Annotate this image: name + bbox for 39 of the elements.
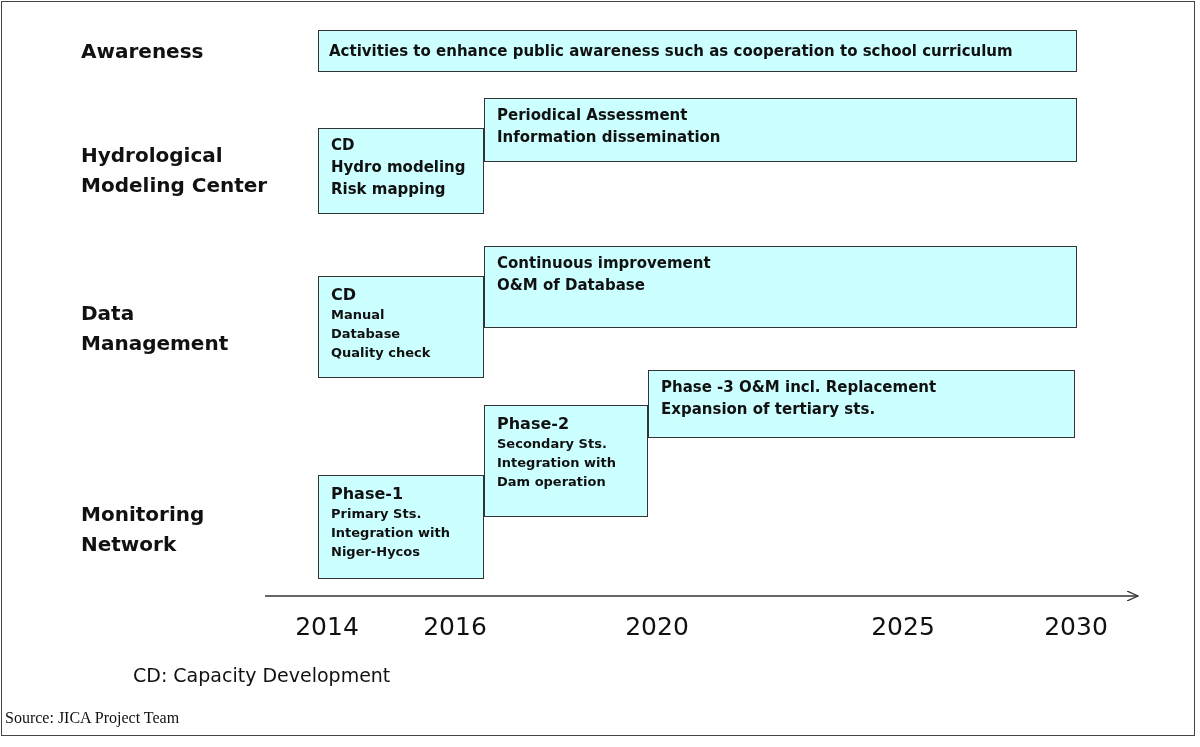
bar-text: Integration with Dam operation <box>497 454 617 491</box>
bar-text: Risk mapping <box>331 178 447 200</box>
bar-heading: CD <box>331 284 358 306</box>
axis-tick-label: 2030 <box>1044 612 1108 641</box>
timeline-bar <box>318 276 484 378</box>
row-label: Hydrological Modeling Center <box>81 142 269 199</box>
bar-text: Integration with Niger-Hycos <box>331 524 451 561</box>
timeline-bar <box>318 128 484 214</box>
timeline-bar <box>484 246 1077 328</box>
bar-heading: Phase-2 <box>497 413 571 435</box>
row-label: Awareness <box>81 38 205 65</box>
bar-text: Information dissemination <box>497 126 722 148</box>
row-label: Monitoring Network <box>81 501 206 558</box>
bar-text: Phase -3 O&M incl. Replacement <box>661 377 938 398</box>
bar-text: Expansion of tertiary sts. <box>661 398 877 420</box>
bar-text: O&M of Database <box>497 274 646 296</box>
bar-text: Manual <box>331 306 386 325</box>
axis-tick-label: 2025 <box>871 612 935 641</box>
bar-text: Continuous improvement <box>497 253 712 274</box>
axis-tick-label: 2014 <box>295 612 359 641</box>
bar-text: Primary Sts. <box>331 505 423 524</box>
axis-tick-label: 2016 <box>423 612 487 641</box>
timeline-bar <box>484 405 648 517</box>
source-caption: Source: JICA Project Team <box>5 709 180 727</box>
timeline-bar <box>318 30 1077 72</box>
note-text: CD: Capacity Development <box>133 664 391 686</box>
bar-text: Quality check <box>331 343 432 362</box>
axis-tick-label: 2020 <box>625 612 689 641</box>
bar-text: Hydro modeling <box>331 156 467 178</box>
bar-text: Periodical Assessment <box>497 105 689 126</box>
bar-text: Database <box>331 325 402 344</box>
timeline-bar <box>318 475 484 579</box>
bar-heading: CD <box>331 135 356 156</box>
bar-text: Activities to enhance public awareness such as cooperation to school curriculum <box>329 41 1014 62</box>
row-label: Data Management <box>81 300 230 357</box>
timeline-bar <box>648 370 1075 438</box>
bar-text: Secondary Sts. <box>497 435 608 454</box>
timeline-bar <box>484 98 1077 162</box>
bar-heading: Phase-1 <box>331 483 405 505</box>
